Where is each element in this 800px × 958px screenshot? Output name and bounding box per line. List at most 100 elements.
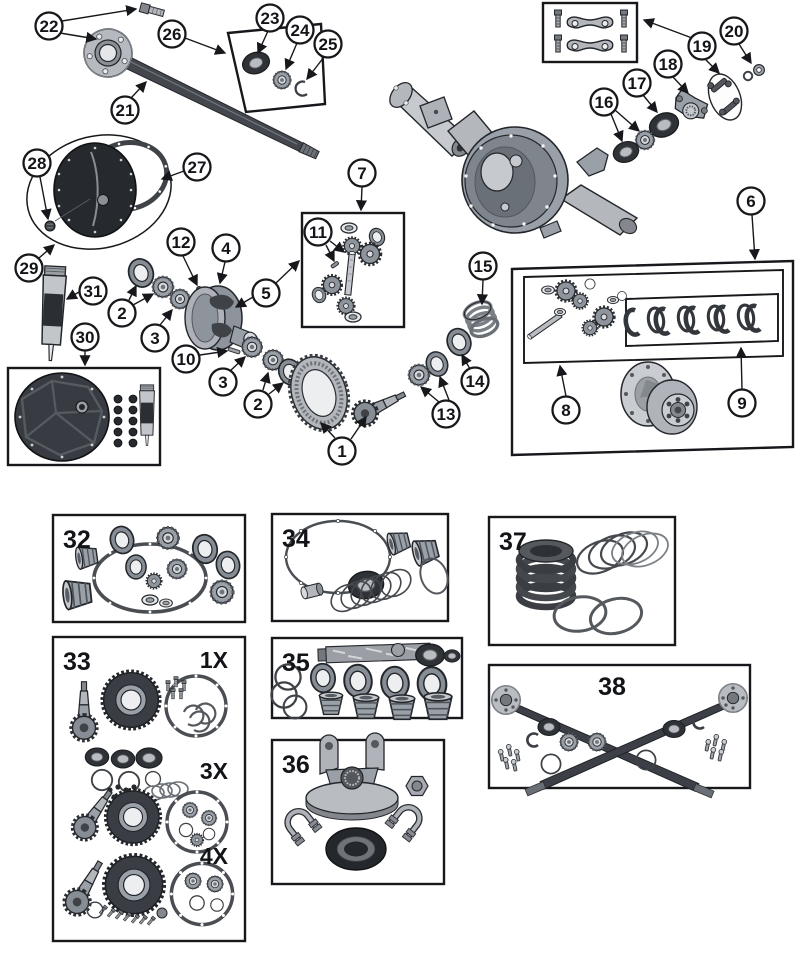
axle-housing-icon (446, 110, 639, 239)
box-label-37: 37 (499, 528, 527, 556)
pinion-yoke-parts (609, 64, 765, 167)
svg-text:18: 18 (659, 55, 678, 74)
callout-18: 18 (653, 49, 683, 79)
kit-box-38 (487, 663, 752, 799)
svg-text:27: 27 (188, 158, 207, 177)
fill-plug-icon (44, 220, 56, 232)
axle-shaft-assembly (83, 2, 320, 160)
callout-10: 10 (171, 344, 201, 374)
callout-17: 17 (622, 68, 652, 98)
carrier-bearing-icon (240, 335, 264, 359)
side-gear-icon (357, 241, 383, 267)
callout-4: 4 (211, 233, 241, 263)
callout-27: 27 (182, 152, 212, 182)
axle-shaft-icon (83, 28, 320, 160)
axle-bearing-icon (272, 70, 292, 90)
hd-diff-cover-icon (14, 372, 110, 462)
pinion-nut-icon (156, 907, 168, 919)
callout-3: 3 (140, 323, 170, 353)
callout-28: 28 (22, 148, 52, 178)
crush-sleeve-icon (300, 582, 324, 600)
callout-8: 8 (551, 395, 581, 425)
svg-text:4: 4 (221, 239, 231, 258)
callout-31: 31 (78, 276, 108, 306)
callout-6: 6 (736, 186, 766, 216)
lock-pin-icon (330, 261, 339, 269)
svg-text:16: 16 (595, 93, 614, 112)
callout-1: 1 (327, 436, 357, 466)
svg-text:21: 21 (116, 101, 135, 120)
cross-pin-icon (227, 347, 241, 355)
snap-ring-icon (294, 80, 308, 97)
svg-text:7: 7 (357, 164, 366, 183)
cover-bolts-icons (113, 394, 138, 448)
shim-fan-icons (575, 530, 669, 575)
sealant-tube-icon (317, 642, 431, 664)
box-label-35: 35 (282, 649, 310, 677)
callout-12: 12 (166, 227, 196, 257)
set-3x (65, 781, 231, 856)
svg-text:3: 3 (218, 373, 227, 392)
ring-and-pinion (287, 353, 412, 433)
trac-lok-diff-icon (620, 361, 698, 435)
kit-box-33 (51, 635, 247, 943)
callout-22: 22 (34, 11, 64, 41)
pinion-bearing-parts (407, 299, 500, 387)
callout-9: 9 (727, 388, 757, 418)
svg-text:20: 20 (725, 22, 744, 41)
callout-14: 14 (460, 366, 490, 396)
kit-box-36 (270, 732, 446, 886)
callout-5: 5 (251, 278, 281, 308)
callout-30: 30 (70, 322, 100, 352)
svg-text:26: 26 (163, 25, 182, 44)
svg-text:2: 2 (253, 395, 262, 414)
callout-7: 7 (347, 158, 377, 188)
cover-kit-box (6, 366, 162, 467)
callout-16: 16 (589, 87, 619, 117)
cross-shaft-icon (344, 251, 356, 296)
carrier-bearing-icon (151, 275, 175, 299)
svg-text:30: 30 (76, 328, 95, 347)
svg-text:24: 24 (291, 21, 310, 40)
clutch-gear-icons (527, 278, 627, 340)
pinion-nut-icon (405, 775, 429, 797)
callout-11: 11 (303, 217, 333, 247)
nut-icon (390, 642, 406, 658)
svg-text:28: 28 (28, 154, 47, 173)
flange-bolt-icon (138, 2, 165, 18)
svg-text:10: 10 (177, 350, 196, 369)
quantity-label-3x: 3X (200, 758, 229, 784)
callout-26: 26 (157, 19, 187, 49)
svg-text:29: 29 (20, 259, 39, 278)
callout-20: 20 (719, 16, 749, 46)
box-label-33: 33 (63, 648, 91, 676)
quantity-label-4x: 4X (200, 843, 229, 869)
svg-text:13: 13 (437, 405, 456, 424)
callout-25: 25 (313, 29, 343, 59)
crush-spacer-icon (462, 299, 500, 339)
svg-text:17: 17 (628, 74, 647, 93)
diff-cover-group (26, 134, 172, 250)
yoke-icon (305, 732, 399, 821)
box-label-36: 36 (282, 751, 310, 779)
svg-text:3: 3 (150, 329, 159, 348)
svg-text:23: 23 (261, 9, 280, 28)
callout-19: 19 (687, 31, 717, 61)
set-1x (69, 669, 230, 794)
box-label-34: 34 (282, 525, 310, 553)
spacer-stack-icon (515, 539, 577, 611)
callout-2b: 2 (243, 389, 273, 419)
kit-box-32 (51, 513, 247, 624)
svg-text:5: 5 (261, 284, 270, 303)
kit-box-34 (270, 512, 450, 623)
box-label-38: 38 (598, 673, 626, 701)
pinion-bearing-icon (407, 363, 431, 387)
ujoint-strap-kit-box (541, 1, 639, 64)
set-4x (57, 852, 236, 928)
pinion-bearing-icon (634, 129, 656, 151)
callout-arrows (38, 5, 760, 440)
axle-housing (389, 82, 639, 239)
callout-2: 2 (107, 298, 137, 328)
